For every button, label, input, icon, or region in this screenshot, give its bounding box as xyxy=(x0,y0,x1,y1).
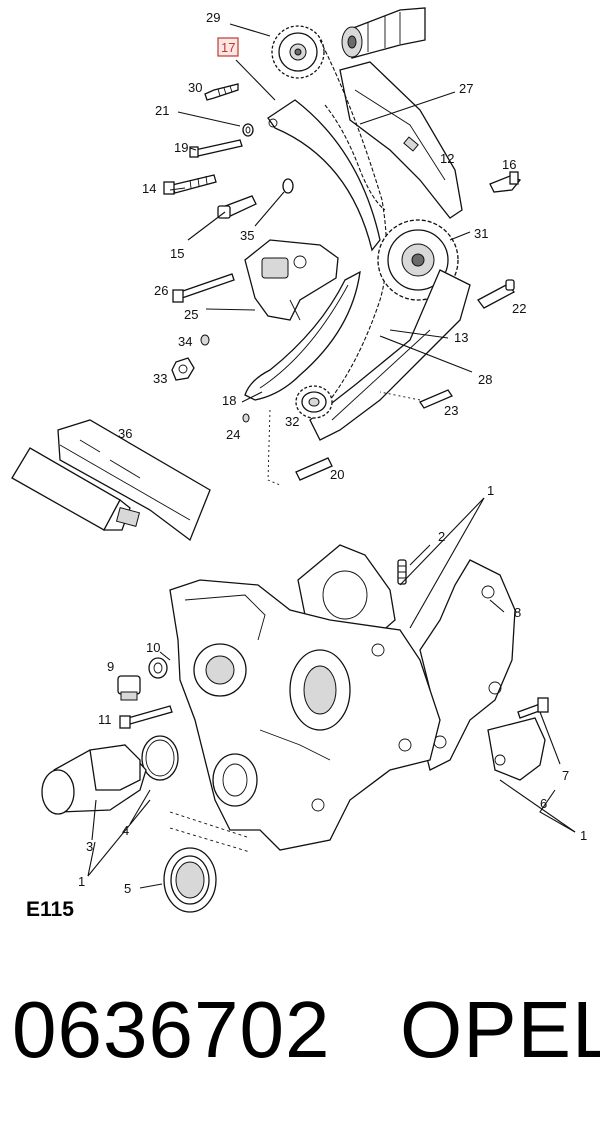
part-label: 25 xyxy=(184,307,198,322)
part-label: 16 xyxy=(502,157,516,172)
bolt-23 xyxy=(419,389,453,409)
tensioner-shoe xyxy=(244,270,361,401)
bolt-11 xyxy=(119,705,173,729)
pin-22 xyxy=(477,279,515,309)
washer-35 xyxy=(282,178,294,194)
part-label-highlighted: 17 xyxy=(221,40,235,55)
oil-filter-housing xyxy=(41,744,147,815)
timing-cover xyxy=(169,579,441,851)
cover-gasket xyxy=(419,559,516,771)
chain-tensioner xyxy=(244,239,339,321)
part-label: 12 xyxy=(440,151,454,166)
part-label: 30 xyxy=(188,80,202,95)
part-label: 20 xyxy=(330,467,344,482)
part-label: 15 xyxy=(170,246,184,261)
part-label: 10 xyxy=(146,640,160,655)
part-label: 18 xyxy=(222,393,236,408)
camshaft-sprocket xyxy=(271,25,325,79)
part-label: 14 xyxy=(142,181,156,196)
tensioner-guide-rail xyxy=(267,99,381,252)
leader-lines xyxy=(87,23,576,889)
part-label: 1 xyxy=(78,874,85,889)
timing-case-upper xyxy=(339,61,463,219)
part-label: 13 xyxy=(454,330,468,345)
fitting-15 xyxy=(217,195,257,219)
part-label: 8 xyxy=(514,605,521,620)
o-ring-4 xyxy=(141,735,179,781)
part-label: 24 xyxy=(226,427,240,442)
part-label: 4 xyxy=(122,823,129,838)
bolt-26 xyxy=(172,273,235,303)
crankshaft-sprocket xyxy=(295,385,333,419)
part-label: 36 xyxy=(118,426,132,441)
part-label: 32 xyxy=(285,414,299,429)
part-label: 1 xyxy=(580,828,587,843)
lower-chain-guide xyxy=(309,269,471,441)
part-label: 27 xyxy=(459,81,473,96)
part-label: 19 xyxy=(174,140,188,155)
part-label: 34 xyxy=(178,334,192,349)
pin-34 xyxy=(200,334,210,346)
bolt-7 xyxy=(517,697,549,719)
part-label: 22 xyxy=(512,301,526,316)
bolt-14 xyxy=(163,174,217,195)
plug-9 xyxy=(117,675,141,701)
pin-20 xyxy=(295,457,333,481)
nut-33 xyxy=(171,357,195,381)
part-label: 29 xyxy=(206,10,220,25)
stud-2 xyxy=(397,559,407,585)
part-label: 11 xyxy=(98,712,112,727)
washer-10 xyxy=(148,657,168,679)
part-label: 5 xyxy=(124,881,131,896)
bolt-16 xyxy=(489,171,522,193)
part-label: 23 xyxy=(444,403,458,418)
pin-24 xyxy=(242,413,250,423)
bolt-30 xyxy=(204,83,239,101)
part-label: 3 xyxy=(86,839,93,854)
highlight-box xyxy=(217,37,239,57)
part-label: 7 xyxy=(562,768,569,783)
seal-5 xyxy=(163,847,217,913)
part-label: 26 xyxy=(154,283,168,298)
brand-name: OPEL xyxy=(400,985,600,1074)
camshaft xyxy=(341,7,426,59)
part-code: 0636702 xyxy=(12,985,331,1074)
bracket xyxy=(487,717,546,781)
part-label: 31 xyxy=(474,226,488,241)
part-label: 2 xyxy=(438,529,445,544)
part-label: 33 xyxy=(153,371,167,386)
washer-21 xyxy=(242,123,254,137)
bolt-19 xyxy=(189,139,243,158)
sealant-tube xyxy=(11,419,211,542)
part-label: 9 xyxy=(107,659,114,674)
part-label: 1 xyxy=(487,483,494,498)
part-label: 28 xyxy=(478,372,492,387)
figure-id: E115 xyxy=(26,898,74,921)
part-label: 6 xyxy=(540,796,547,811)
part-label: 35 xyxy=(240,228,254,243)
part-label: 21 xyxy=(155,103,169,118)
